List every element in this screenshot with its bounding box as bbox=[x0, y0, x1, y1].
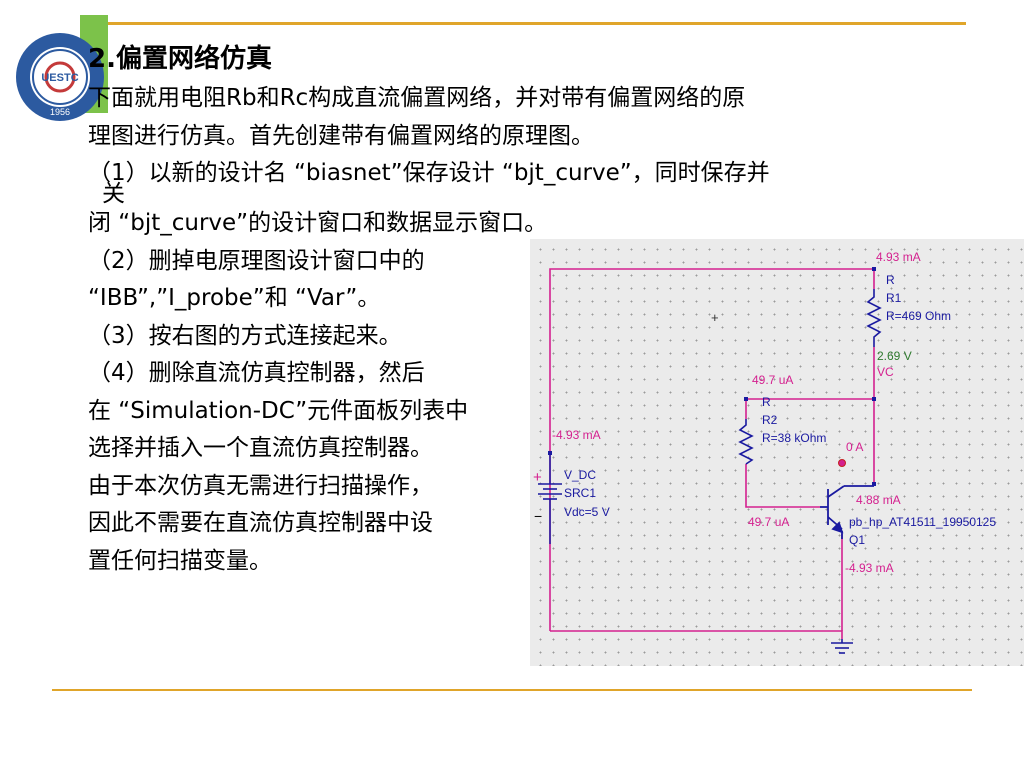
base-current-label: 49.7 uA bbox=[748, 515, 789, 529]
node-dots bbox=[548, 267, 876, 486]
r1-name-label: R1 bbox=[886, 291, 902, 305]
body-line: 选择并插入一个直流仿真控制器。 bbox=[88, 435, 433, 461]
body-line: 由于本次仿真无需进行扫描操作， bbox=[88, 472, 433, 499]
slide-title: 2.偏置网络仿真 bbox=[88, 44, 272, 74]
source-current-label: -4.93 mA bbox=[552, 428, 601, 442]
body-line: 理图进行仿真。首先创建带有偏置网络的原理图。 bbox=[88, 122, 594, 149]
top-divider-line bbox=[86, 22, 966, 25]
base-probe-icon bbox=[838, 459, 846, 467]
source-minus: − bbox=[534, 508, 542, 524]
r1-current-label: 4.93 mA bbox=[876, 250, 921, 264]
schematic-canvas[interactable]: + − bbox=[530, 239, 1024, 666]
body-line: （4）删除直流仿真控制器，然后 bbox=[88, 360, 425, 386]
collector-current-label: 4.88 mA bbox=[856, 493, 901, 507]
source-value-label: Vdc=5 V bbox=[564, 505, 610, 519]
r2-name-label: R2 bbox=[762, 413, 778, 427]
r2-current-label: 49.7 uA bbox=[752, 373, 793, 387]
r2-type-label: R bbox=[762, 395, 771, 409]
vc-node-label: VC bbox=[877, 365, 894, 379]
body-line: 下面就用电阻Rb和Rc构成直流偏置网络，并对带有偏置网络的原 bbox=[88, 85, 746, 111]
body-line: （3）按右图的方式连接起来。 bbox=[88, 322, 402, 349]
wire-r2-base bbox=[745, 464, 820, 508]
ground-icon bbox=[831, 639, 853, 654]
bjt-q1-icon[interactable] bbox=[820, 485, 874, 539]
body-line: （1）以新的设计名 “biasnet”保存设计 “bjt_curve”，同时保存… bbox=[88, 160, 770, 186]
uestc-logo-icon: UESTC 1956 bbox=[16, 33, 104, 121]
logo-year: 1956 bbox=[50, 107, 70, 117]
body-line: 闭 “bjt_curve”的设计窗口和数据显示窗口。 bbox=[88, 210, 548, 236]
slide-body: 下面就用电阻Rb和Rc构成直流偏置网络，并对带有偏置网络的原 理图进行仿真。首先… bbox=[88, 80, 770, 580]
source-plus: + bbox=[533, 469, 542, 486]
bjt-name-label: Q1 bbox=[849, 533, 865, 547]
emitter-current-label: -4.93 mA bbox=[845, 561, 894, 575]
bottom-divider-line bbox=[52, 689, 972, 691]
vc-voltage-label: 2.69 V bbox=[877, 349, 912, 363]
schematic-drawing: + − bbox=[533, 250, 996, 654]
cursor-cross: + bbox=[711, 310, 719, 325]
r2-value-label: R=38 kOhm bbox=[762, 431, 826, 445]
body-line: 置任何扫描变量。 bbox=[88, 547, 272, 574]
source-type-label: V_DC bbox=[564, 468, 596, 482]
source-name-label: SRC1 bbox=[564, 486, 596, 500]
bjt-model-label: pb_hp_AT41511_19950125 bbox=[849, 515, 996, 529]
body-line: 在 “Simulation-DC”元件面板列表中 bbox=[88, 397, 469, 424]
body-line: 关 bbox=[102, 181, 125, 207]
body-line: （2）删掉电原理图设计窗口中的 bbox=[88, 247, 425, 274]
resistor-r2-icon[interactable] bbox=[738, 419, 754, 465]
base-node-current-label: 0 A bbox=[846, 440, 863, 454]
wire-bottom bbox=[550, 630, 843, 639]
dc-source-icon[interactable] bbox=[538, 483, 562, 500]
resistor-r1-icon[interactable] bbox=[866, 289, 882, 347]
wire-top bbox=[549, 268, 875, 631]
r1-value-label: R=469 Ohm bbox=[886, 309, 951, 323]
r1-type-label: R bbox=[886, 273, 895, 287]
body-line: “IBB”,”I_probe”和 “Var”。 bbox=[88, 285, 381, 311]
body-line: 因此不需要在直流仿真控制器中设 bbox=[88, 510, 433, 536]
logo-text: UESTC bbox=[41, 72, 78, 84]
